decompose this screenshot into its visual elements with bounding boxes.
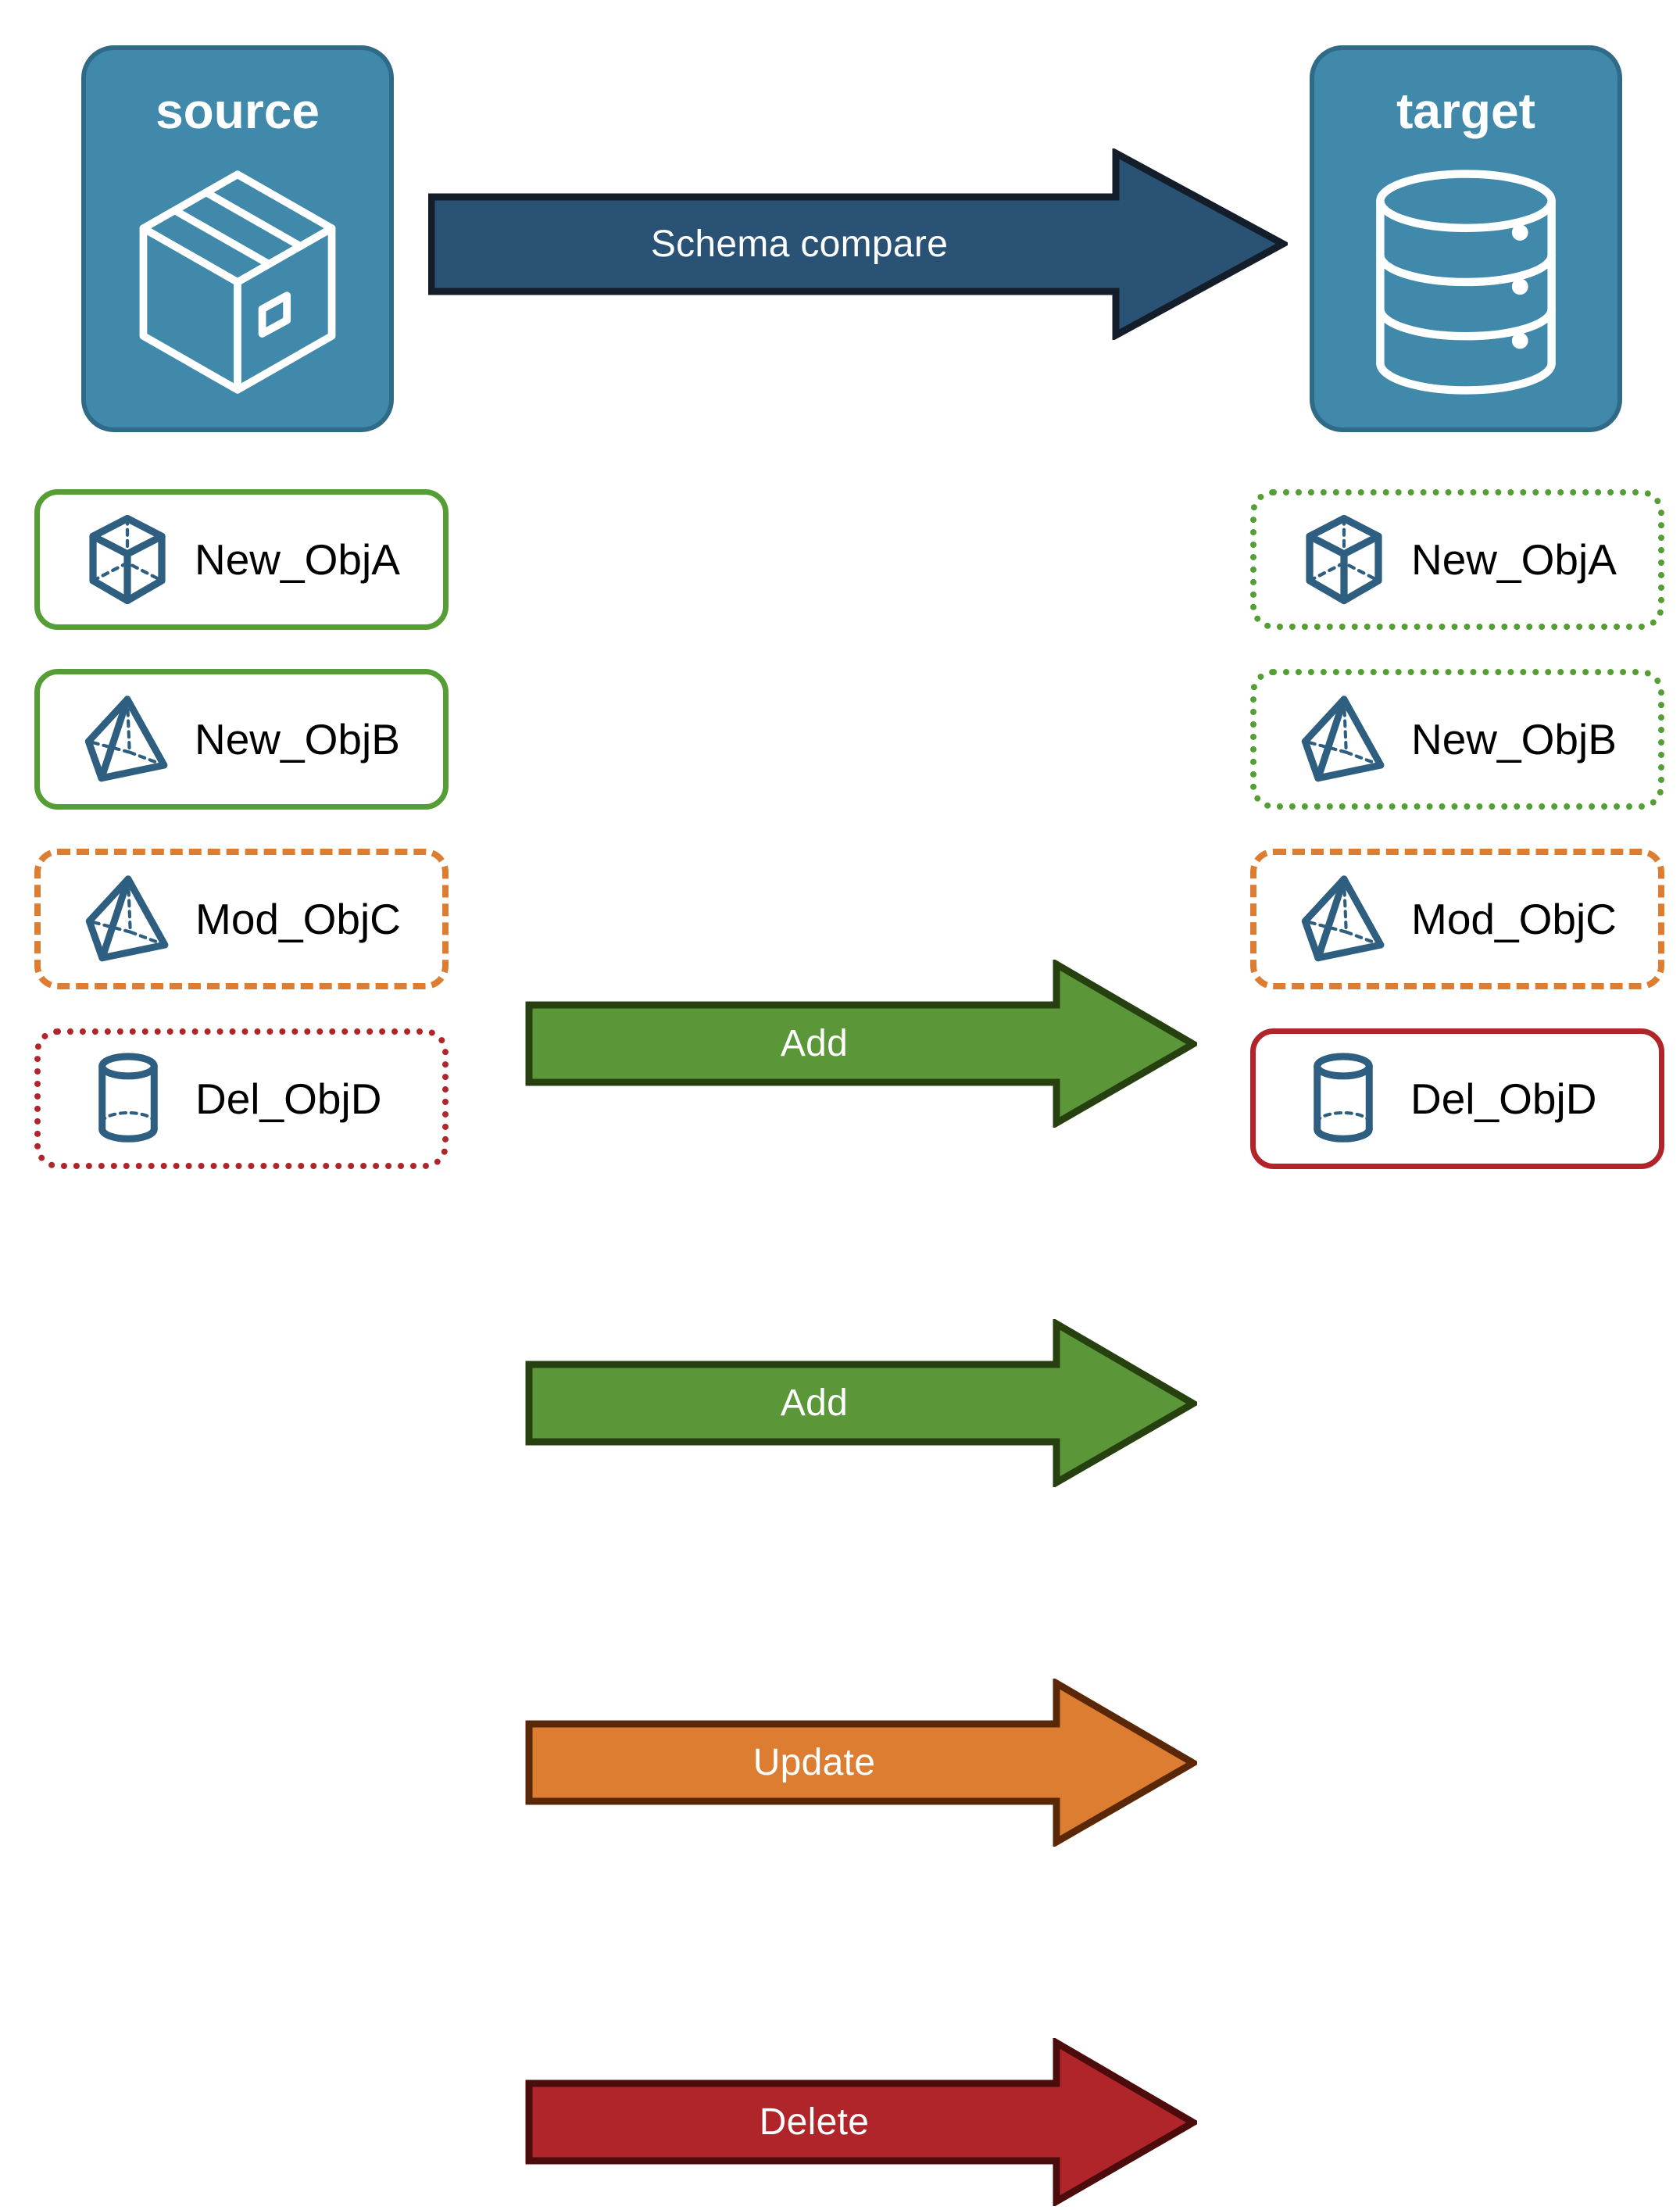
pyramid-wireframe-icon bbox=[1297, 868, 1391, 970]
target-object-label: Del_ObjD bbox=[1410, 1074, 1597, 1123]
source-endpoint-card[interactable]: source bbox=[81, 45, 394, 432]
target-object-card[interactable]: New_ObjA bbox=[1250, 489, 1664, 630]
schema-compare-arrow[interactable]: Schema compare bbox=[427, 147, 1291, 342]
source-title: source bbox=[155, 83, 320, 139]
action-arrow-add[interactable]: Add bbox=[525, 1318, 1200, 1489]
source-object-label: New_ObjB bbox=[195, 714, 400, 763]
target-endpoint-card[interactable]: target bbox=[1310, 45, 1622, 432]
target-object-card[interactable]: Del_ObjD bbox=[1250, 1028, 1664, 1169]
source-object-card[interactable]: New_ObjB bbox=[34, 669, 449, 810]
pyramid-wireframe-icon bbox=[1297, 688, 1391, 790]
source-object-card[interactable]: Mod_ObjC bbox=[34, 849, 449, 989]
target-object-label: New_ObjA bbox=[1411, 535, 1617, 584]
pyramid-wireframe-icon bbox=[81, 868, 175, 970]
target-object-card[interactable]: Mod_ObjC bbox=[1250, 849, 1664, 989]
cylinder-wireframe-icon bbox=[1296, 1048, 1390, 1150]
source-object-card[interactable]: Del_ObjD bbox=[34, 1028, 449, 1169]
package-box-icon bbox=[86, 136, 389, 427]
target-object-card[interactable]: New_ObjB bbox=[1250, 669, 1664, 810]
source-object-label: Mod_ObjC bbox=[195, 894, 401, 943]
source-object-label: New_ObjA bbox=[195, 535, 400, 584]
target-object-label: Mod_ObjC bbox=[1411, 894, 1617, 943]
source-object-card[interactable]: New_ObjA bbox=[34, 489, 449, 630]
action-arrow-delete[interactable]: Delete bbox=[525, 2037, 1200, 2208]
target-title: target bbox=[1396, 83, 1535, 139]
diagram-canvas: source target bbox=[0, 45, 1680, 2208]
target-object-label: New_ObjB bbox=[1411, 714, 1617, 763]
compare-row: New_ObjA Add New_ObjA bbox=[0, 481, 1680, 1129]
source-object-label: Del_ObjD bbox=[195, 1074, 382, 1123]
cube-wireframe-icon bbox=[80, 509, 174, 610]
cylinder-wireframe-icon bbox=[81, 1048, 175, 1150]
database-cylinder-icon bbox=[1314, 136, 1617, 427]
compare-row: Del_ObjD Delete Del_ObjD bbox=[0, 1021, 1680, 2208]
cube-wireframe-icon bbox=[1297, 509, 1391, 610]
pyramid-wireframe-icon bbox=[80, 688, 174, 790]
compare-row: Mod_ObjC Update Mod_ObjC bbox=[0, 841, 1680, 1848]
action-arrow-update[interactable]: Update bbox=[525, 1677, 1200, 1848]
compare-row: New_ObjB Add New_ObjB bbox=[0, 661, 1680, 1489]
